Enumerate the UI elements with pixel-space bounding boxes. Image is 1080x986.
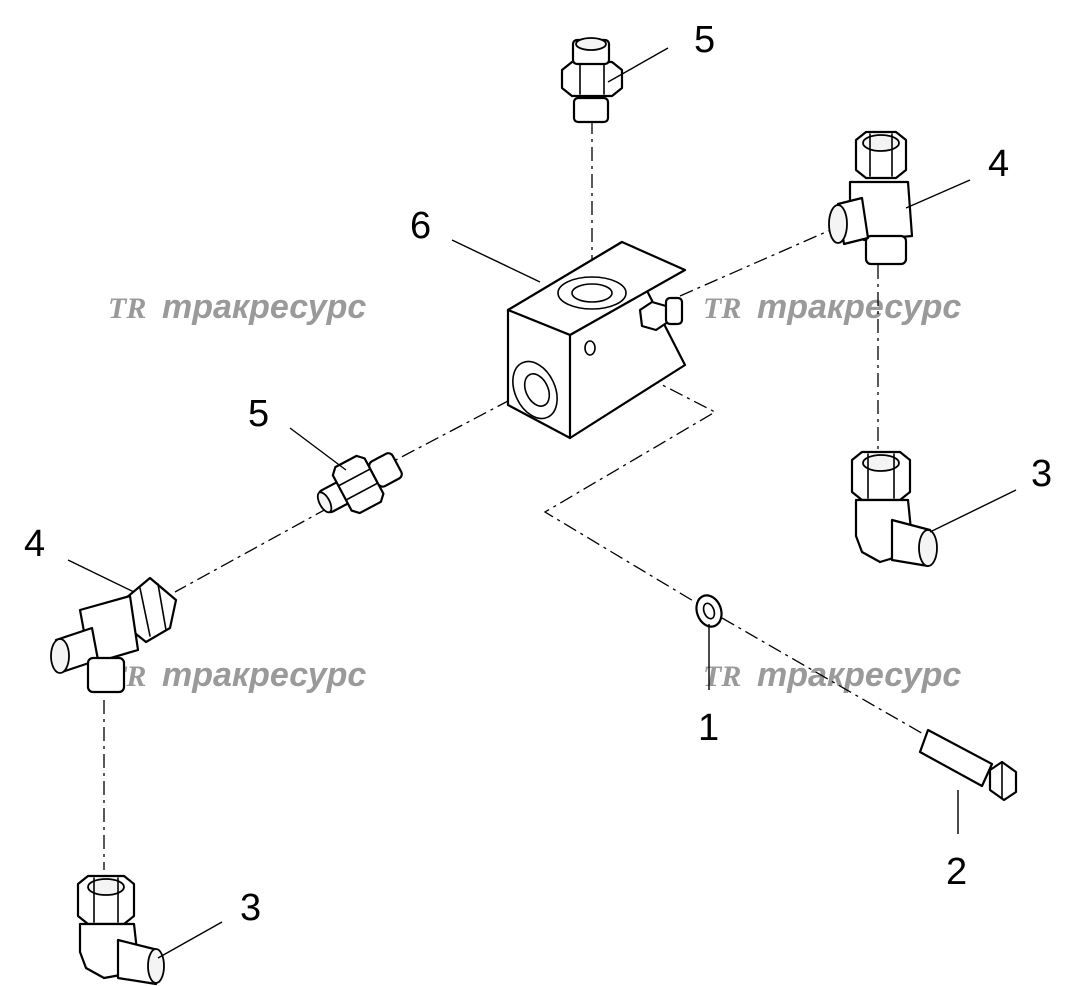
washer-inner <box>702 602 716 620</box>
block-side-port-inner <box>523 373 551 407</box>
valve-block <box>506 240 687 440</box>
callout-item6: 6 <box>410 205 431 247</box>
bolt <box>918 728 1018 802</box>
tee-right <box>828 130 914 266</box>
callout-item5-top: 5 <box>694 19 715 61</box>
fitting-left-hex-edge <box>345 482 379 501</box>
tee-right-nut-bore <box>862 134 900 152</box>
watermark-top-right: TR тракресурс <box>703 288 961 326</box>
block-plug-stem <box>664 296 684 326</box>
fitting-top <box>560 37 624 124</box>
leader-item4-right <box>905 179 971 209</box>
elbow-right <box>850 450 938 568</box>
washer <box>695 594 723 628</box>
axis-left-fitting <box>391 399 511 463</box>
assembly-center-lines <box>103 120 926 870</box>
elbow-left-nut-bore <box>87 878 125 896</box>
leader-item6 <box>451 239 541 283</box>
block-top-port-outer <box>557 276 627 310</box>
callout-item5-left: 5 <box>248 393 269 435</box>
callout-item2: 2 <box>946 851 967 893</box>
watermark-bottom-right: TR тракресурс <box>703 656 961 694</box>
callout-item3-left: 3 <box>240 887 261 929</box>
fitting-left-hex-edge <box>337 468 372 487</box>
watermark-text: тракресурс <box>162 288 366 326</box>
fitting-top-lower-stem <box>572 96 610 124</box>
axis-bolt <box>721 617 926 736</box>
fitting-left-stem <box>368 452 403 488</box>
watermark-top-left: TR тракресурс <box>108 288 366 326</box>
block-side-port-outer <box>512 360 558 420</box>
watermark-bottom-left: TR тракресурс <box>108 656 366 694</box>
callout-item4-left: 4 <box>24 523 45 565</box>
watermark-logo: TR <box>108 292 146 325</box>
bolt-head <box>988 760 1018 802</box>
leader-item3-left <box>157 921 223 959</box>
elbow-right-nut-bore <box>862 454 900 472</box>
elbow-left-outlet-bore <box>147 948 165 984</box>
callout-labels: 5 6 4 3 5 4 3 1 2 <box>24 19 1052 929</box>
callout-item4-right: 4 <box>988 143 1009 185</box>
tee-left-lower-stem <box>86 656 126 694</box>
bolt-shank <box>918 728 994 788</box>
fitting-left-bore <box>316 491 333 514</box>
block-front-face <box>506 308 572 440</box>
fitting-top-bore <box>575 37 607 51</box>
leader-item5-left <box>289 427 347 471</box>
callout-item3-right: 3 <box>1031 453 1052 495</box>
tee-left-hex-edge <box>139 587 151 637</box>
elbow-left <box>76 874 165 986</box>
leader-item4-left <box>67 559 135 593</box>
tee-left-side-bore <box>50 638 70 674</box>
watermark-text: тракресурс <box>757 656 961 694</box>
fitting-left <box>316 452 403 515</box>
block-bolt-hole <box>584 340 596 356</box>
leader-item5-top <box>607 47 669 83</box>
tee-right-lower-stem <box>864 234 908 266</box>
leader-item3-right <box>929 489 1017 533</box>
callout-item1: 1 <box>698 707 719 749</box>
axis-left-tee <box>174 507 329 593</box>
block-top-port-inner <box>571 283 613 303</box>
tee-left-hex-edge <box>157 583 167 631</box>
leader-lines <box>67 47 1017 959</box>
tee-right-side-bore <box>828 204 848 244</box>
watermark-text: тракресурс <box>757 288 961 326</box>
elbow-right-outlet-bore <box>918 529 938 567</box>
tee-left <box>50 576 178 694</box>
block-plug-nut <box>638 300 670 332</box>
watermark-text: тракресурс <box>162 656 366 694</box>
axis-right-tee <box>679 227 836 297</box>
watermark-logo: TR <box>703 292 741 325</box>
washer-outer <box>695 594 723 628</box>
